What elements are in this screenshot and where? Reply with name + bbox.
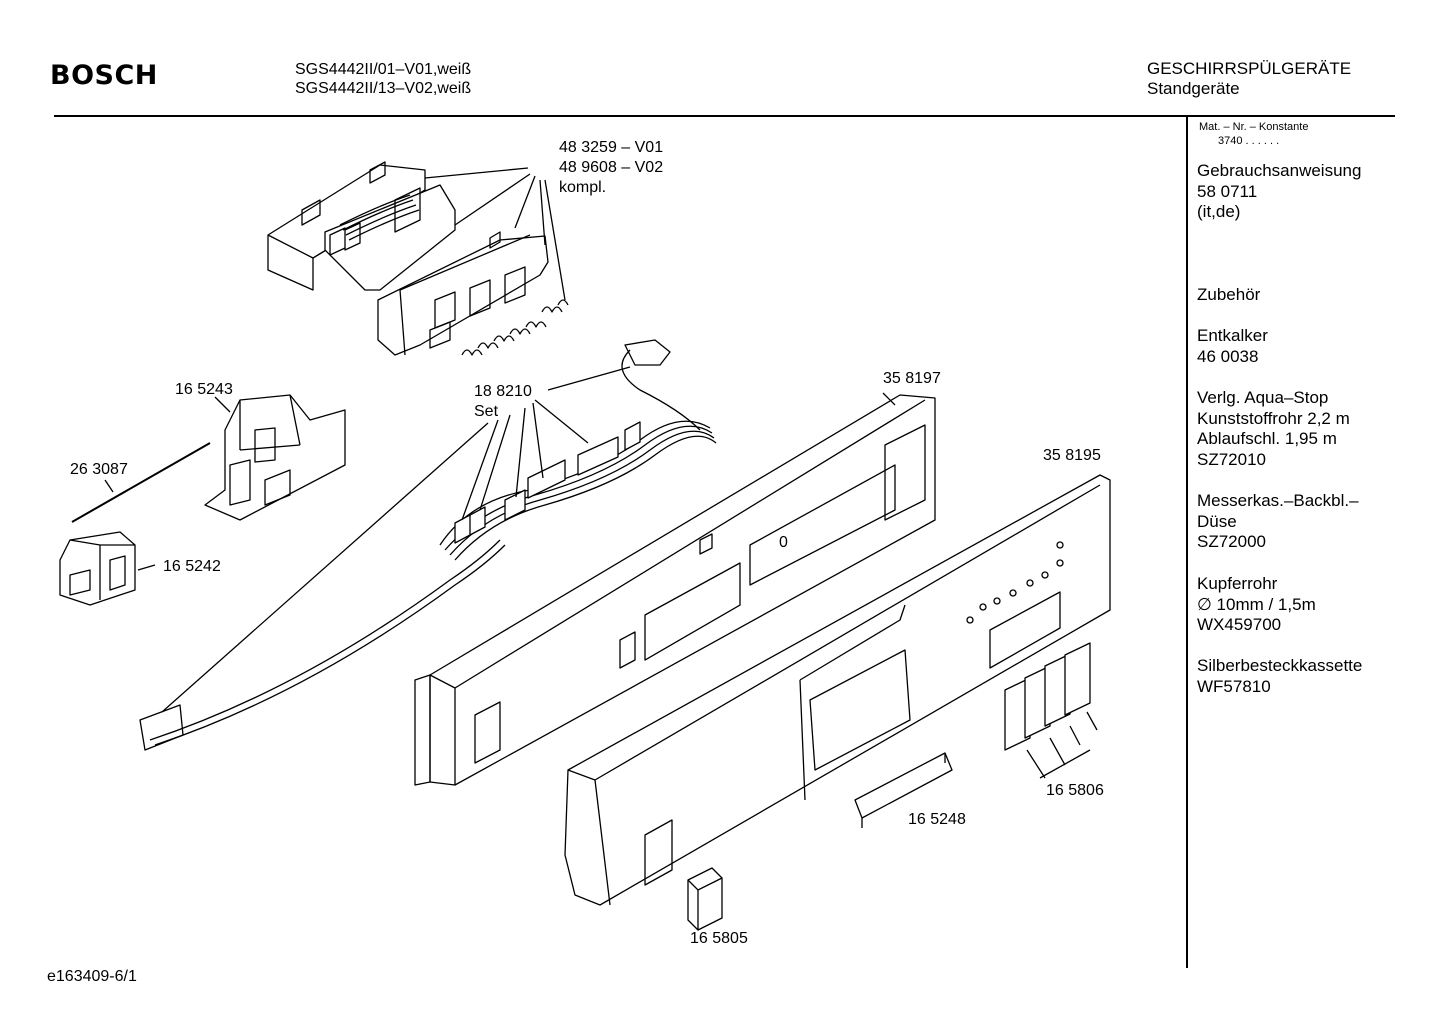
panel-marking: 0 <box>779 534 788 551</box>
part-label-358195: 35 8195 <box>1043 447 1101 464</box>
part-label-483259: 48 3259 – V01 48 9608 – V02 kompl. <box>559 139 664 196</box>
control-box-drawing <box>205 395 345 520</box>
mat-number-value: 3740 . . . . . . <box>1218 135 1280 147</box>
brand-logo: BOSCH <box>50 60 158 91</box>
part-label-165806: 16 5806 <box>1046 782 1104 799</box>
back-panel-drawing <box>415 393 935 785</box>
rod-drawing <box>72 443 210 522</box>
switch-drawing <box>60 532 155 605</box>
mat-number-header: Mat. – Nr. – Konstante <box>1199 121 1309 133</box>
sidebar-item-copper-pipe: Kupferrohr ∅ 10mm / 1,5m WX459700 <box>1197 574 1316 634</box>
category-subtitle: Standgeräte <box>1147 79 1240 98</box>
wiring-harness-drawing <box>140 340 716 750</box>
model-numbers: SGS4442II/01–V01,weiß SGS4442II/13–V02,w… <box>295 60 471 98</box>
sidebar-item-cutlery-basket: Silberbesteckkassette WF57810 <box>1197 656 1363 696</box>
light-guide-drawing <box>855 753 952 828</box>
header-rule <box>54 115 1395 117</box>
model-line-1: SGS4442II/01–V01,weiß <box>295 61 472 78</box>
part-label-165243: 16 5243 <box>175 381 233 398</box>
model-line-2: SGS4442II/13–V02,weiß <box>295 80 472 97</box>
part-label-165248: 16 5248 <box>908 811 966 828</box>
sidebar-item-manual: Gebrauchsanweisung 58 0711 (it,de) <box>1197 161 1362 221</box>
document-id: e163409-6/1 <box>47 968 137 985</box>
leader-lines-483259 <box>425 168 565 300</box>
part-label-188210: 18 8210 Set <box>474 383 532 420</box>
knob-drawing <box>688 868 722 930</box>
appliance-category: GESCHIRRSPÜLGERÄTE Standgeräte <box>1147 59 1351 99</box>
sidebar-item-accessories: Zubehör <box>1197 285 1261 304</box>
part-label-358197: 35 8197 <box>883 370 941 387</box>
mat-number-block: Mat. – Nr. – Konstante 3740 . . . . . . <box>1199 120 1308 148</box>
part-label-263087: 26 3087 <box>70 461 128 478</box>
sidebar-item-aquastop: Verlg. Aqua–Stop Kunststoffrohr 2,2 m Ab… <box>1197 388 1350 469</box>
electronic-module-drawing <box>268 162 568 355</box>
part-label-165242: 16 5242 <box>163 558 221 575</box>
push-buttons-drawing <box>1005 643 1097 778</box>
sidebar-item-nozzle: Messerkas.–Backbl.– Düse SZ72000 <box>1197 491 1359 551</box>
part-label-165805: 16 5805 <box>690 930 748 947</box>
sidebar-item-descaler: Entkalker 46 0038 <box>1197 326 1268 366</box>
front-facia-drawing <box>565 475 1110 905</box>
sidebar-divider <box>1186 116 1188 968</box>
category-title: GESCHIRRSPÜLGERÄTE <box>1147 59 1352 78</box>
